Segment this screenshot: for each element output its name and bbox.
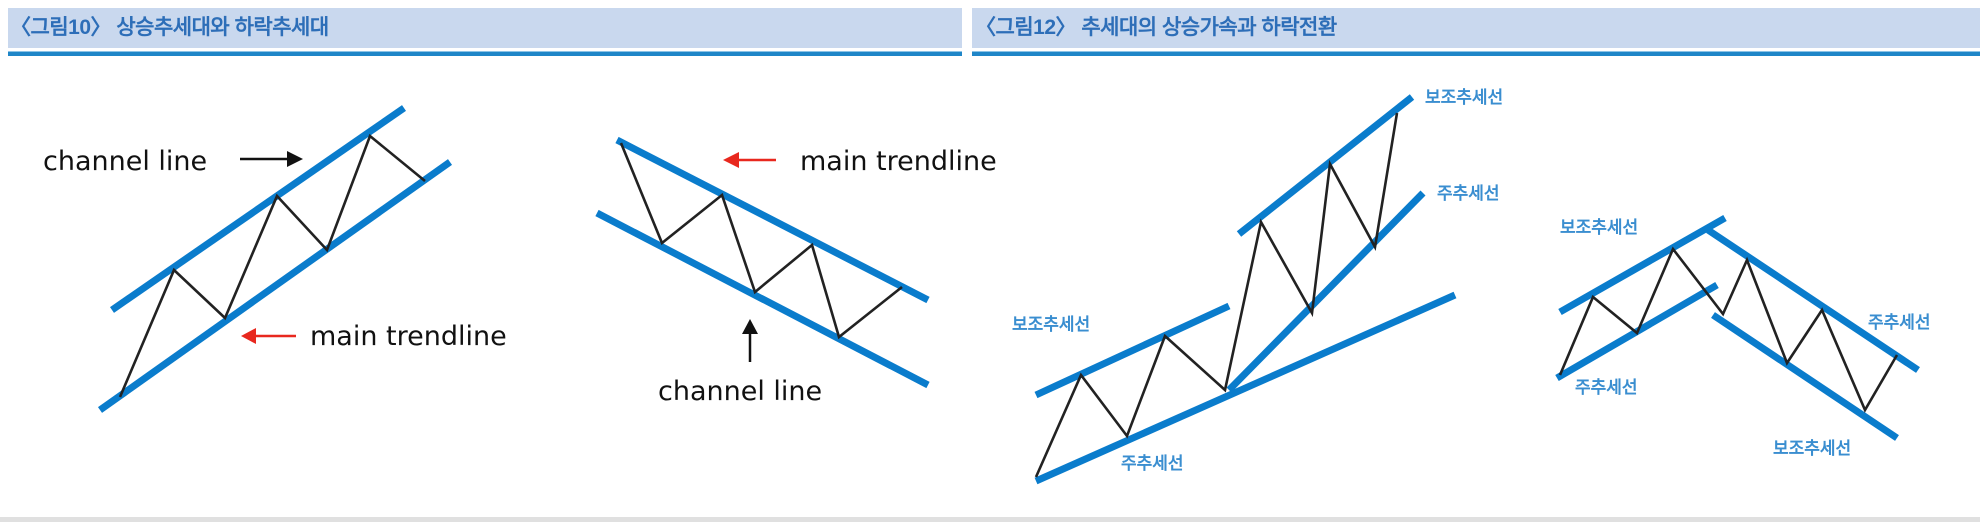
lower-main-trendline xyxy=(1034,291,1457,485)
figure10-header-band xyxy=(8,8,962,48)
right-arrow-icon xyxy=(240,151,303,167)
channel-line-label: channel line xyxy=(43,146,207,177)
figure10-title: 〈그림10〉 상승추세대와 하락추세대 xyxy=(10,16,329,39)
main-trendline-lower xyxy=(97,159,453,413)
left-arrow-icon xyxy=(241,328,296,344)
upper-aux-label: 보조추세선 xyxy=(1425,88,1503,108)
figure12-header-rule xyxy=(972,51,1980,56)
figure12-title: 〈그림12〉 추세대의 상승가속과 하락전환 xyxy=(975,16,1337,39)
up-arrow-icon xyxy=(742,319,758,362)
channel-line-lower xyxy=(595,209,930,389)
left-main-label: 주추세선 xyxy=(1575,378,1638,398)
downtrend-channel-panel: main trendline channel line xyxy=(595,136,997,407)
uptrend-acceleration-panel: 보조추세선 주추세선 보조추세선 주추세선 xyxy=(1012,88,1503,485)
right-aux-trendline xyxy=(1711,312,1899,441)
main-trendline-label: main trendline xyxy=(310,321,507,352)
lower-main-label: 주추세선 xyxy=(1121,454,1184,474)
lower-aux-label: 보조추세선 xyxy=(1012,315,1090,335)
downtrend-reversal-panel: 보조추세선 주추세선 주추세선 보조추세선 xyxy=(1555,214,1931,459)
right-main-trendline xyxy=(1706,227,1920,373)
channel-line-upper xyxy=(110,105,406,313)
right-aux-label: 보조추세선 xyxy=(1773,439,1851,459)
uptrend-channel-panel: channel line main trendline xyxy=(43,105,507,413)
channel-line-label: channel line xyxy=(658,376,822,407)
footer-band xyxy=(0,517,1980,522)
left-arrow-icon xyxy=(723,152,776,168)
main-trendline-label: main trendline xyxy=(800,146,997,177)
price-zigzag xyxy=(1558,246,1899,413)
upper-main-trendline xyxy=(1226,190,1426,393)
right-main-label: 주추세선 xyxy=(1868,313,1931,333)
figure10-header-rule xyxy=(8,51,962,56)
figure12-header-band xyxy=(972,8,1980,48)
left-aux-label: 보조추세선 xyxy=(1560,218,1638,238)
lower-aux-trendline xyxy=(1034,302,1231,399)
price-zigzag xyxy=(118,133,426,398)
main-trendline-upper xyxy=(615,136,930,304)
left-aux-trendline xyxy=(1558,214,1727,316)
price-zigzag xyxy=(1034,112,1399,478)
price-zigzag xyxy=(619,142,903,340)
upper-main-label: 주추세선 xyxy=(1437,184,1500,204)
upper-aux-trendline xyxy=(1236,94,1415,237)
